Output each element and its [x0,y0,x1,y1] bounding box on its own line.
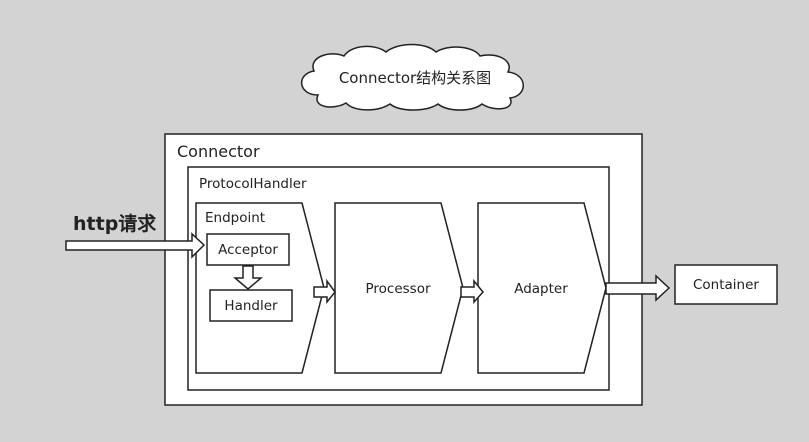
adapter-label: Adapter [514,281,568,297]
cloud-shape [301,43,524,111]
protocol-handler-label: ProtocolHandler [199,176,307,192]
endpoint-box [195,202,325,374]
handler-label: Handler [224,298,278,314]
adapter-to-container-arrow [605,274,671,302]
handler-box [209,289,293,322]
container-label: Container [693,277,759,293]
acceptor-to-handler-arrow [232,265,264,290]
connector-label: Connector [177,142,260,161]
processor-label: Processor [365,281,430,297]
diagram-title: Connector结构关系图 [339,69,491,87]
adapter-box [477,202,607,374]
http-request-arrow [65,232,206,259]
title-cloud: Connector结构关系图 [301,43,524,111]
processor-to-adapter-arrow [460,278,484,304]
endpoint-label: Endpoint [205,210,265,226]
processor-box [334,202,464,374]
http-request-label: http请求 [73,212,157,235]
acceptor-box [206,233,290,266]
container-box [674,264,778,305]
endpoint-to-processor-arrow [313,278,336,305]
acceptor-label: Acceptor [218,242,278,258]
